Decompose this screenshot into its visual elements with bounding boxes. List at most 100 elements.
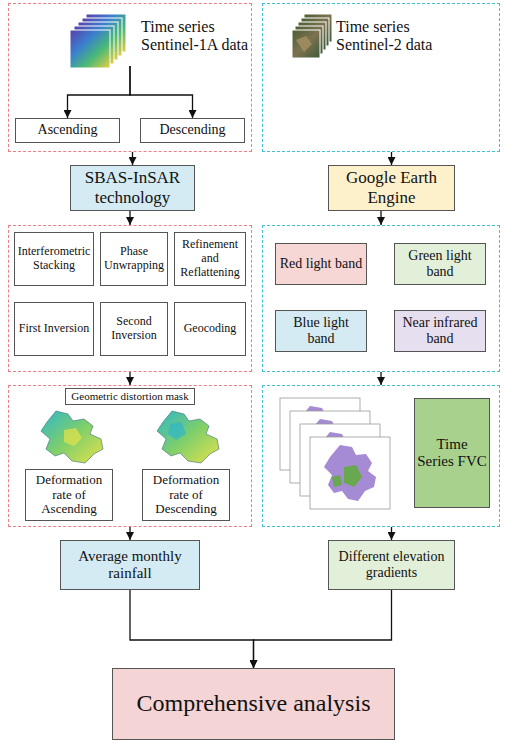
band-box: Near infrared band [394,310,486,352]
process-box: Second Inversion [100,302,168,356]
conclusion-box: Comprehensive analysis [112,668,395,740]
fvc-map-stack [280,398,390,509]
map-outline [41,411,103,463]
fvc-map [304,419,356,475]
data-group: Time series Sentinel-2 data [262,3,500,152]
node-label: Interferometric Stacking [17,245,91,273]
node-label: Google Earth Engine [331,168,452,207]
deformation-map [41,411,103,463]
node-label: Different elevation gradients [331,549,452,581]
flow-arrow [380,372,381,385]
node-label: First Inversion [19,322,89,336]
optical-image [304,14,332,42]
fvc-patch [314,426,332,448]
fvc-map [314,432,366,488]
sar-image [70,30,110,68]
fvc-page [310,437,390,509]
result-group: Time Series FVC [262,385,500,527]
optical-image [298,22,326,50]
orbit-box: Descending [140,118,245,143]
band-group: Red light band Green light bandBlue light… [262,225,500,372]
node-label: Deformation rate of Ascending [28,473,110,518]
map-outline [157,411,219,463]
band-box: Red light band [275,243,367,285]
node-label: Refinement and Reflattening [177,238,243,279]
sar-image [82,18,122,56]
fvc-page-sheet [290,411,370,483]
node-label: Descending [159,122,225,138]
result-box: Deformation rate of Ascending [25,469,113,521]
node-label: Geocoding [184,322,237,336]
sar-image [74,26,114,64]
node-label: Blue light band [278,315,364,347]
node-label: Time Series FVC [417,436,487,471]
fvc-map [324,445,376,501]
node-label: Geometric distortion mask [71,390,188,403]
fvc-patch [316,431,334,447]
process-box: Refinement and Reflattening [174,232,246,286]
factor-box: Different elevation gradients [328,540,455,590]
node-label: Deformation rate of Descending [145,473,227,518]
sar-image [86,14,126,52]
flow-arrow [130,590,254,668]
result-group: Geometric distortion maskDeformation rat… [8,385,252,527]
node-label: Time series Sentinel-1A data [141,18,253,55]
step-group: Interferometric Stacking Phase Unwrapping… [8,225,252,372]
optical-image [295,26,323,54]
flow-arrow [391,152,392,165]
node-label: Red light band [280,256,362,272]
fvc-page [290,411,370,483]
optical-image-patch [296,36,312,52]
fvc-page-sheet [280,398,360,470]
fvc-map [294,406,346,462]
fvc-patch [340,458,358,476]
fvc-page-sheet [310,437,390,509]
flow-arrow [129,527,130,540]
factor-box: Average monthly rainfall [60,540,200,590]
optical-image-stack [292,14,332,58]
node-label: Average monthly rainfall [63,548,197,583]
method-box: SBAS-InSAR technology [70,165,195,211]
fvc-page [280,398,360,470]
band-box: Green light band [394,243,486,285]
result-box: Time Series FVC [414,398,490,508]
flow-arrow [130,66,193,118]
flow-arrow [254,590,392,668]
flow-arrow [129,211,130,225]
result-box: Deformation rate of Descending [142,469,230,521]
fvc-page [300,424,380,496]
flow-arrow [132,152,133,165]
node-label: Green light band [397,248,483,280]
process-box: Geocoding [174,302,246,356]
fvc-patch [344,465,362,487]
method-box: Google Earth Engine [328,165,455,211]
mask-box: Geometric distortion mask [65,388,195,405]
optical-image [301,18,329,46]
node-label: Phase Unwrapping [103,245,165,273]
sar-image [78,22,118,60]
optical-image [292,30,320,58]
data-group: Time series Sentinel-1A dataAscending Des… [8,3,252,152]
flow-arrow [380,211,381,225]
node-label: SBAS-InSAR technology [73,168,192,207]
process-box: Interferometric Stacking [14,232,94,286]
flow-arrow [68,66,131,118]
flow-arrow [391,527,392,540]
node-label: Ascending [38,122,98,138]
process-box: Phase Unwrapping [100,232,168,286]
node-label: Comprehensive analysis [137,690,371,718]
node-label: Second Inversion [103,315,165,343]
fvc-patch [332,475,342,487]
node-label: Time series Sentinel-2 data [336,18,461,55]
fvc-page-sheet [300,424,380,496]
band-box: Blue light band [275,310,367,352]
orbit-box: Ascending [15,118,120,143]
process-box: First Inversion [14,302,94,356]
map-patch [168,422,186,440]
sar-image-stack [70,14,126,68]
flow-arrow [129,372,130,385]
map-patch [64,428,82,446]
